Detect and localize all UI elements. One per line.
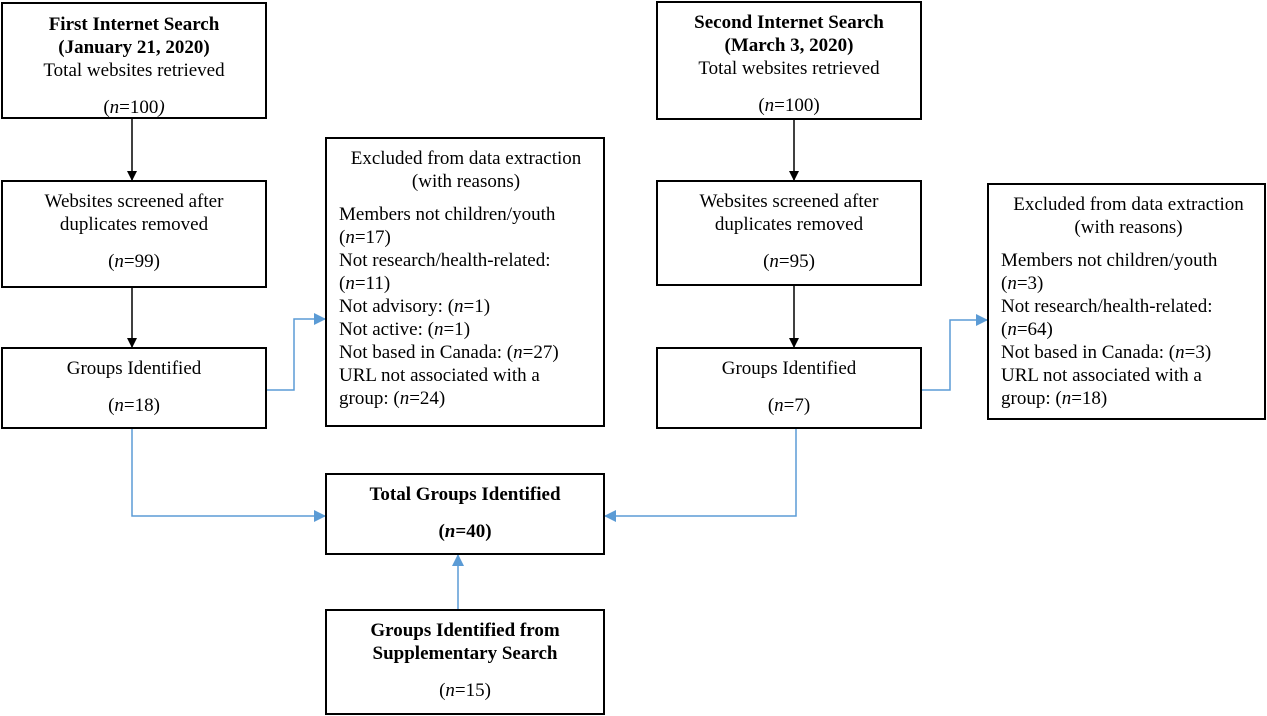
supplementary-count: (n=15) xyxy=(439,680,491,701)
first-excluded-title-2: (with reasons) xyxy=(411,171,521,192)
second-search-box: Second Internet Search (March 3, 2020) T… xyxy=(656,1,922,120)
first-screened-label-1: Websites screened after xyxy=(44,191,224,212)
arrow-first-groups-to-excluded xyxy=(266,313,326,391)
first-screened-count: (n=99) xyxy=(108,251,160,272)
total-groups-box: Total Groups Identified (n=40) xyxy=(325,473,605,555)
first-excluded-reason-6: URL not associated with a xyxy=(339,365,540,386)
total-groups-label: Total Groups Identified xyxy=(369,484,561,505)
second-excluded-reason-1: Members not children/youth xyxy=(1001,250,1218,271)
first-search-date: (January 21, 2020) xyxy=(58,37,210,58)
first-excluded-reason-1-count: (n=17) xyxy=(339,227,391,248)
first-search-title: First Internet Search xyxy=(48,14,220,35)
first-excluded-reason-2: Not research/health-related: xyxy=(339,250,551,271)
second-search-title: Second Internet Search xyxy=(694,12,884,33)
second-groups-label: Groups Identified xyxy=(721,358,857,379)
supplementary-box: Groups Identified from Supplementary Sea… xyxy=(325,609,605,715)
second-excluded-title-2: (with reasons) xyxy=(1074,217,1183,238)
second-excluded-reason-3: Not based in Canada: (n=3) xyxy=(1001,342,1212,363)
first-excluded-title-1: Excluded from data extraction xyxy=(350,148,582,169)
second-excluded-box: Excluded from data extraction (with reas… xyxy=(987,183,1266,420)
arrow-second-groups-to-excluded xyxy=(922,314,988,391)
first-excluded-reason-1: Members not children/youth xyxy=(339,204,556,225)
second-excluded-reason-1-count: (n=3) xyxy=(1001,273,1044,294)
first-excluded-box: Excluded from data extraction (with reas… xyxy=(325,137,605,427)
first-groups-label: Groups Identified xyxy=(66,358,202,379)
first-groups-count: (n=18) xyxy=(108,395,160,416)
second-screened-label-1: Websites screened after xyxy=(699,191,879,212)
second-excluded-title-1: Excluded from data extraction xyxy=(1013,194,1244,215)
first-groups-box: Groups Identified (n=18) xyxy=(1,347,267,429)
second-groups-box: Groups Identified (n=7) xyxy=(656,347,922,429)
second-screened-label-2: duplicates removed xyxy=(714,214,864,235)
second-excluded-reason-4: URL not associated with a xyxy=(1001,365,1202,386)
first-screened-label-2: duplicates removed xyxy=(59,214,209,235)
first-screened-box: Websites screened after duplicates remov… xyxy=(1,180,267,288)
second-screened-count: (n=95) xyxy=(763,251,815,272)
second-excluded-reason-4-cont: group: (n=18) xyxy=(1001,388,1108,409)
first-excluded-reason-3: Not advisory: (n=1) xyxy=(339,296,491,317)
first-excluded-reason-4: Not active: (n=1) xyxy=(339,319,471,340)
first-excluded-reason-6-cont: group: (n=24) xyxy=(339,388,446,409)
second-groups-count: (n=7) xyxy=(767,395,811,416)
second-excluded-reason-2: Not research/health-related: xyxy=(1001,296,1213,317)
second-excluded-reason-2-count: (n=64) xyxy=(1001,319,1053,340)
second-search-date: (March 3, 2020) xyxy=(724,35,854,56)
first-search-subtitle: Total websites retrieved xyxy=(43,60,225,81)
first-excluded-reason-5: Not based in Canada: (n=27) xyxy=(339,342,559,363)
second-search-count: (n=100) xyxy=(758,95,820,116)
supplementary-label-1: Groups Identified from xyxy=(370,620,560,641)
arrow-first-groups-to-total xyxy=(131,429,326,522)
supplementary-label-2: Supplementary Search xyxy=(372,643,558,664)
second-screened-box: Websites screened after duplicates remov… xyxy=(656,180,922,286)
arrow-second-groups-to-total xyxy=(604,429,797,522)
total-groups-count: (n=40) xyxy=(438,521,492,542)
first-search-count: (n=100) xyxy=(103,97,165,118)
second-search-subtitle: Total websites retrieved xyxy=(698,58,880,79)
first-search-box: First Internet Search (January 21, 2020)… xyxy=(1,2,267,119)
first-excluded-reason-2-count: (n=11) xyxy=(339,273,391,294)
